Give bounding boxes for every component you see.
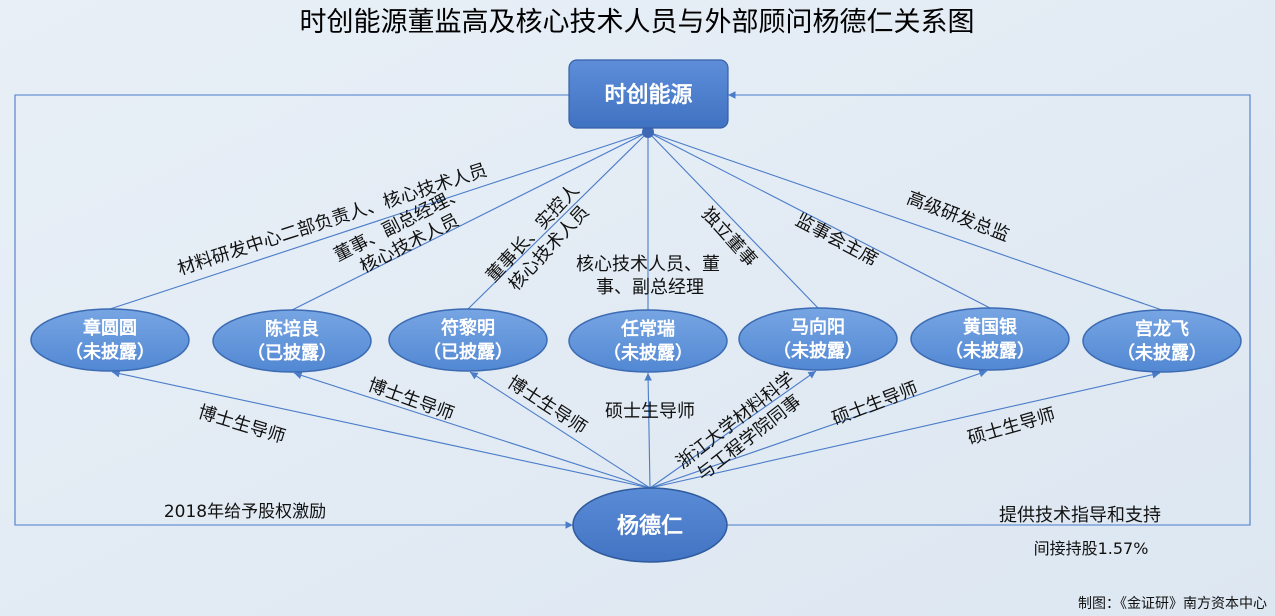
role-link-gong-longfei [647, 131, 1163, 311]
advisor-link-ma-xiangyang [649, 370, 817, 489]
equity-incentive-connector [14, 94, 573, 529]
person-disclosure-status: （未披露） [65, 341, 155, 363]
advisor-link-gong-longfei [649, 370, 1161, 489]
person-name: 陈培良 [265, 318, 319, 340]
person-node-fu-liming: 符黎明 （已披露） [388, 308, 548, 372]
person-node-huang-guoyin: 黄国银 （未披露） [910, 307, 1070, 371]
person-disclosure-status: （未披露） [945, 340, 1035, 362]
advisor-node: 杨德仁 [572, 487, 728, 563]
role-label-ren-changrui: 核心技术人员、董 事、副总经理 [576, 254, 720, 298]
role-link-chen-peiliang [291, 131, 649, 311]
person-name: 章圆圆 [83, 317, 137, 339]
person-name: 马向阳 [791, 316, 845, 338]
person-disclosure-status: （未披露） [603, 342, 693, 364]
company-box [568, 59, 729, 129]
advisor-name: 杨德仁 [617, 513, 683, 539]
credit-line: 制图：《金证研》南方资本中心 [1078, 596, 1267, 612]
advisor-link-huang-guoyin [649, 369, 988, 489]
role-label-line: 事、副总经理 [596, 277, 704, 298]
role-link-ma-xiangyang [647, 131, 819, 309]
person-ellipse [388, 308, 548, 372]
tech-support-connector [727, 91, 1251, 526]
person-ellipse [738, 307, 898, 371]
advisor-ellipse [572, 487, 728, 563]
person-node-gong-longfei: 宫龙飞 （未披露） [1082, 309, 1242, 373]
tech-support-label: 提供技术指导和支持 [999, 505, 1161, 526]
person-node-ren-changrui: 任常瑞 （未披露） [568, 309, 728, 373]
person-ellipse [1082, 309, 1242, 373]
indirect-holding-label: 间接持股1.57% [1034, 539, 1149, 558]
advisor-link-chen-peiliang [293, 371, 651, 489]
person-name: 任常瑞 [620, 318, 675, 340]
person-disclosure-status: （已披露） [247, 342, 337, 364]
person-ellipse [212, 309, 372, 373]
advisor-link-fu-liming [469, 371, 651, 489]
person-node-chen-peiliang: 陈培良 （已披露） [212, 309, 372, 373]
person-ellipse [910, 307, 1070, 371]
person-disclosure-status: （未披露） [1117, 342, 1207, 364]
person-name: 黄国银 [963, 316, 1018, 338]
role-links [109, 131, 1163, 311]
person-node-ma-xiangyang: 马向阳 （未披露） [738, 307, 898, 371]
company-node: 时创能源 [568, 59, 729, 129]
person-disclosure-status: （未披露） [773, 340, 863, 362]
advisor-link-label-line: 硕士生导师 [605, 401, 695, 422]
advisor-link-label-ren-changrui: 硕士生导师 [605, 401, 695, 422]
advisor-links [111, 369, 1161, 489]
person-name: 符黎明 [441, 317, 495, 339]
role-link-fu-liming [467, 131, 649, 310]
person-disclosure-status: （已披露） [423, 341, 513, 363]
equity-incentive-label: 2018年给予股权激励 [164, 502, 326, 522]
role-link-zhang-yuanyuan [109, 131, 649, 310]
person-ellipse [30, 308, 190, 372]
person-name: 宫龙飞 [1135, 318, 1189, 340]
person-ellipse [568, 309, 728, 373]
person-node-zhang-yuanyuan: 章圆圆 （未披露） [30, 308, 190, 372]
advisor-link-zhang-yuanyuan [111, 369, 651, 489]
company-name: 时创能源 [604, 82, 692, 108]
diagram-title: 时创能源董监高及核心技术人员与外部顾问杨德仁关系图 [300, 7, 975, 38]
hub-dot [642, 126, 654, 138]
advisor-link-ren-changrui [644, 372, 652, 489]
role-label-line: 核心技术人员、董 [576, 254, 720, 275]
role-link-huang-guoyin [647, 131, 991, 309]
